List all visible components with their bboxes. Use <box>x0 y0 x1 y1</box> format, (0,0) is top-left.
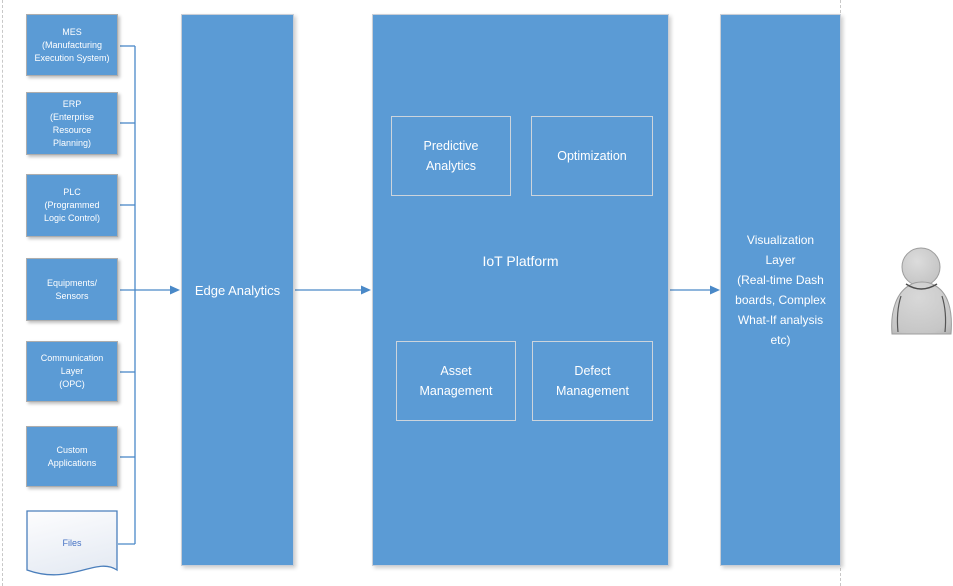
node-iot-platform: Predictive Analytics Optimization IoT Pl… <box>372 14 669 566</box>
arrowheads <box>170 285 720 295</box>
iot-platform-label: IoT Platform <box>482 253 559 269</box>
node-communication-layer: Communication Layer (OPC) <box>26 341 118 402</box>
node-custom-applications: Custom Applications <box>26 426 118 487</box>
node-plc: PLC (Programmed Logic Control) <box>26 174 118 237</box>
files-label: Files <box>62 538 82 548</box>
person-icon <box>891 247 952 335</box>
node-mes: MES (Manufacturing Execution System) <box>26 14 118 76</box>
alignment-guide-left <box>2 0 3 586</box>
node-defect-management: Defect Management <box>532 341 653 421</box>
node-asset-management: Asset Management <box>396 341 516 421</box>
node-edge-analytics: Edge Analytics <box>181 14 294 566</box>
node-files: Files <box>26 510 118 584</box>
node-erp: ERP (Enterprise Resource Planning) <box>26 92 118 155</box>
node-equipments-sensors: Equipments/ Sensors <box>26 258 118 321</box>
node-visualization-layer: Visualization Layer (Real-time Dash boar… <box>720 14 841 566</box>
document-shape-icon <box>26 510 118 576</box>
node-optimization: Optimization <box>531 116 653 196</box>
node-predictive-analytics: Predictive Analytics <box>391 116 511 196</box>
